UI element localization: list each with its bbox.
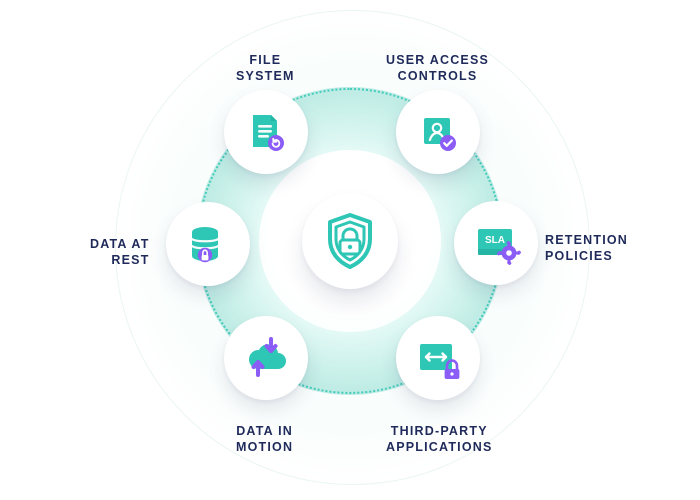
label-line: FILE: [249, 53, 282, 67]
sla-icon-text: SLA: [485, 235, 505, 246]
label-line: RETENTION: [545, 233, 629, 247]
label-data-in-motion: DATA IN MOTION: [236, 423, 293, 455]
label-line: DATA AT: [90, 237, 150, 251]
label-line: DATA IN: [236, 424, 293, 438]
label-user-access-controls: USER ACCESS CONTROLS: [386, 52, 489, 84]
node-user-access-controls: [396, 90, 480, 174]
label-line: MOTION: [236, 440, 294, 454]
node-retention-policies: SLA: [454, 201, 538, 285]
node-data-at-rest: [166, 202, 250, 286]
center-security-node: [302, 193, 398, 289]
sla-gear-icon: SLA: [470, 220, 522, 266]
label-line: CONTROLS: [397, 69, 478, 83]
label-line: REST: [111, 253, 150, 267]
label-line: POLICIES: [545, 249, 613, 263]
label-line: SYSTEM: [236, 69, 295, 83]
document-refresh-icon: [243, 109, 289, 155]
label-data-at-rest: DATA AT REST: [90, 236, 150, 268]
node-file-system: [224, 90, 308, 174]
label-retention-policies: RETENTION POLICIES: [545, 232, 628, 264]
label-third-party-applications: THIRD-PARTY APPLICATIONS: [386, 423, 493, 455]
label-line: USER ACCESS: [386, 53, 490, 67]
shield-lock-icon: [324, 212, 376, 270]
node-third-party-applications: [396, 316, 480, 400]
arrows-lock-icon: [412, 335, 464, 381]
label-line: THIRD-PARTY: [390, 424, 488, 438]
node-data-in-motion: [224, 316, 308, 400]
cloud-transfer-icon: [240, 335, 292, 381]
user-check-icon: [415, 109, 461, 155]
label-line: APPLICATIONS: [386, 440, 493, 454]
database-lock-icon: [185, 221, 231, 267]
label-file-system: FILE SYSTEM: [236, 52, 295, 84]
